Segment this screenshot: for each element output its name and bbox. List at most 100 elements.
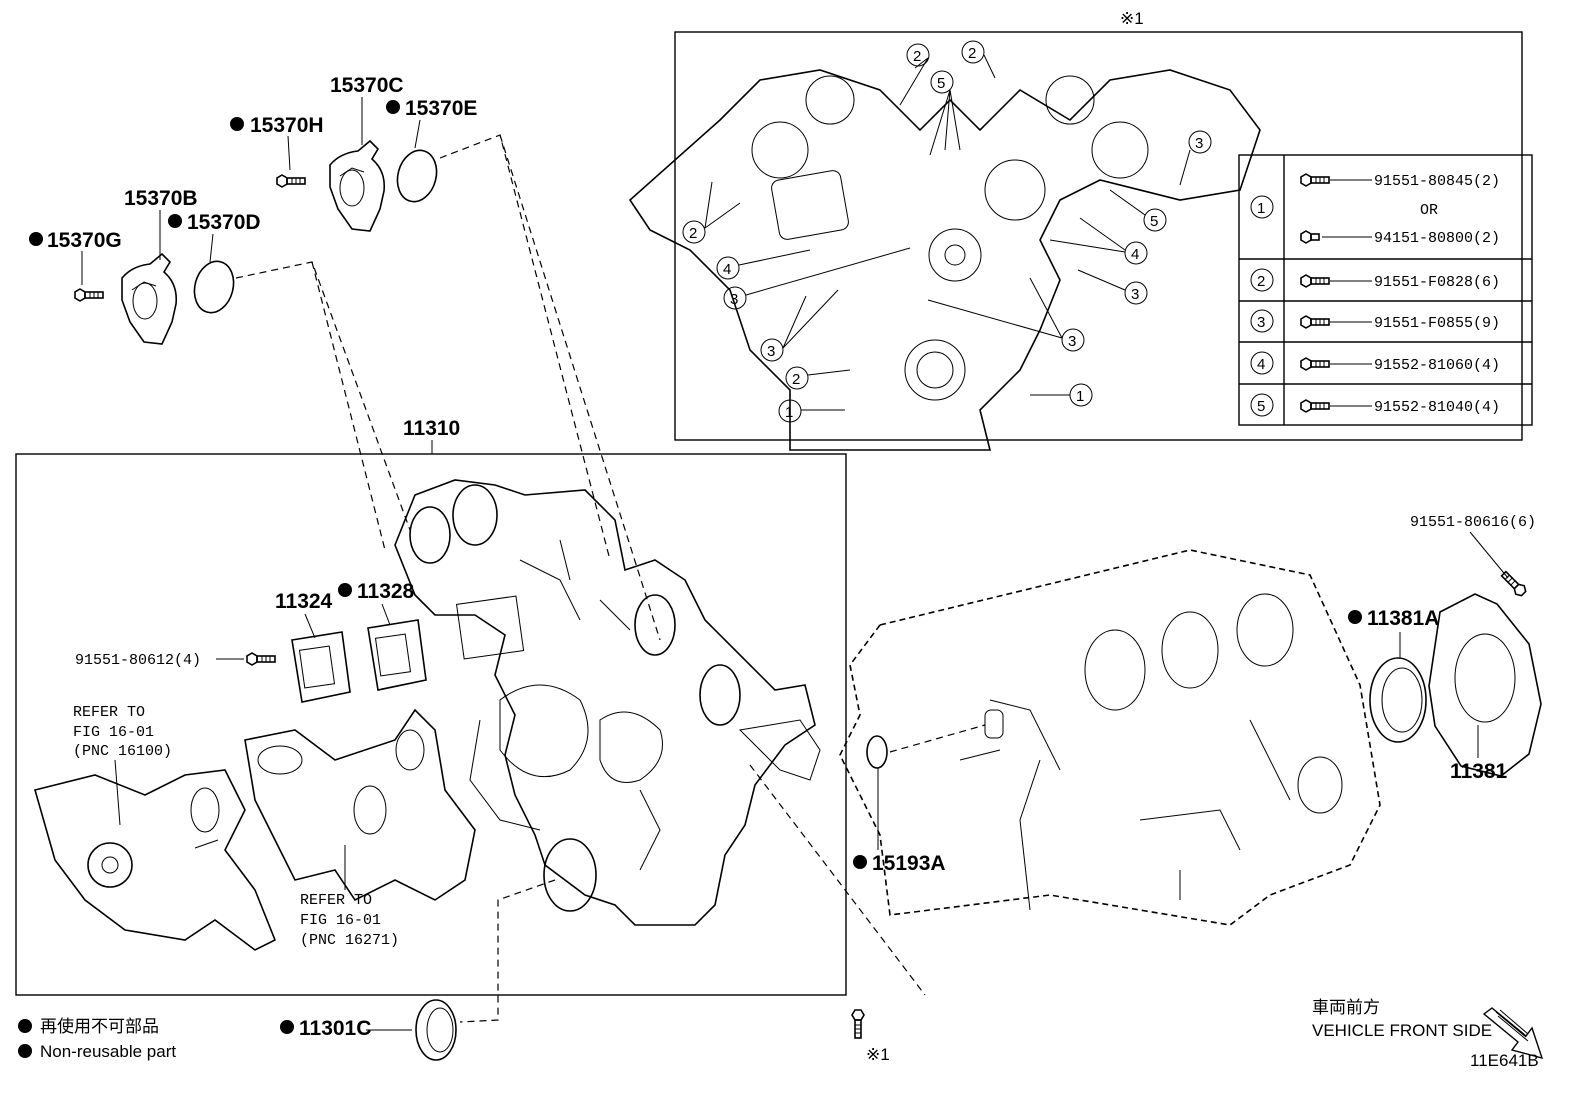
svg-text:2: 2 xyxy=(792,371,800,388)
svg-text:REFER TO: REFER TO xyxy=(300,892,372,909)
svg-text:11324: 11324 xyxy=(275,590,333,613)
callout-11301c[interactable]: 11301C xyxy=(280,1017,371,1040)
callout-11328[interactable]: 11328 xyxy=(338,580,415,603)
bolt-91551-80616-icon xyxy=(1498,568,1529,599)
inset-box xyxy=(674,31,1523,441)
svg-text:Non-reusable part: Non-reusable part xyxy=(40,1042,176,1061)
bolt-table-row-3: 3 91551-F0855(9) xyxy=(1250,309,1500,333)
svg-text:15370H: 15370H xyxy=(250,114,324,137)
front-arrow-icon xyxy=(1482,1007,1544,1060)
svg-text:11381A: 11381A xyxy=(1367,607,1439,630)
svg-text:91551-F0828(6): 91551-F0828(6) xyxy=(1374,274,1500,291)
svg-text:(PNC 16271): (PNC 16271) xyxy=(300,932,399,949)
legend: 再使用不可部品 Non-reusable part xyxy=(18,1016,176,1061)
svg-text:REFER TO: REFER TO xyxy=(73,704,145,721)
svg-text:FIG 16-01: FIG 16-01 xyxy=(300,912,381,929)
callout-15370b[interactable]: 15370B xyxy=(124,187,198,210)
svg-text:15370E: 15370E xyxy=(405,97,477,120)
svg-text:3: 3 xyxy=(730,291,738,308)
vehicle-front-indicator: 車両前方 VEHICLE FRONT SIDE xyxy=(1312,998,1544,1060)
refer-note-pnc-16271[interactable]: REFER TO FIG 16-01 (PNC 16271) xyxy=(300,892,399,949)
svg-text:15370D: 15370D xyxy=(187,211,261,234)
callout-91551-80616[interactable]: 91551-80616(6) xyxy=(1410,514,1536,531)
o-ring-15370e-icon xyxy=(396,149,438,203)
oil-seal-retainer-11381-icon xyxy=(1428,593,1542,777)
svg-text:2: 2 xyxy=(968,45,976,62)
svg-text:4: 4 xyxy=(1257,356,1265,373)
callout-11381a[interactable]: 11381A xyxy=(1348,607,1439,630)
callout-91551-80612[interactable]: 91551-80612(4) xyxy=(75,652,201,669)
bolt-91551-80612-icon xyxy=(246,652,276,666)
timing-cover-group-box xyxy=(15,453,847,996)
svg-text:再使用不可部品: 再使用不可部品 xyxy=(40,1016,159,1036)
svg-text:※1: ※1 xyxy=(866,1045,890,1064)
svg-text:OR: OR xyxy=(1420,202,1438,219)
callout-11381[interactable]: 11381 xyxy=(1450,760,1508,783)
callout-15370h[interactable]: 15370H xyxy=(230,114,324,137)
svg-text:11301C: 11301C xyxy=(299,1017,371,1040)
svg-text:11310: 11310 xyxy=(403,417,460,440)
seal-15193a-icon xyxy=(866,735,888,769)
callout-15370e[interactable]: 15370E xyxy=(386,97,477,120)
bolt-table: 1 91551-80845(2) OR 94151-80800(2) 2 915… xyxy=(1238,154,1533,426)
gasket-11324-icon xyxy=(291,631,351,703)
svg-text:車両前方: 車両前方 xyxy=(1312,998,1380,1017)
svg-text:4: 4 xyxy=(723,261,731,278)
svg-text:15370G: 15370G xyxy=(47,229,122,252)
figure-code: 11E641B xyxy=(1470,1051,1539,1070)
mark-ref1-bottom: ※1 xyxy=(866,1045,890,1064)
svg-text:91552-81060(4): 91552-81060(4) xyxy=(1374,357,1500,374)
callout-15193a[interactable]: 15193A xyxy=(853,852,946,875)
svg-text:5: 5 xyxy=(1257,398,1265,415)
inset-cover-bolt-diagram xyxy=(628,69,1261,451)
svg-text:91552-81040(4): 91552-81040(4) xyxy=(1374,399,1500,416)
svg-text:3: 3 xyxy=(1257,314,1265,331)
svg-text:15370B: 15370B xyxy=(124,187,198,210)
svg-text:3: 3 xyxy=(1195,135,1203,152)
inset-number-callouts: 2 2 5 3 2 5 4 4 3 3 3 3 2 1 1 xyxy=(682,40,1212,423)
svg-text:91551-80616(6): 91551-80616(6) xyxy=(1410,514,1536,531)
svg-text:4: 4 xyxy=(1131,246,1139,263)
svg-text:5: 5 xyxy=(1150,213,1158,230)
bolt-15370h-icon xyxy=(276,174,306,188)
callout-11310[interactable]: 11310 xyxy=(403,417,460,440)
water-inlet-upper-icon xyxy=(329,139,386,232)
svg-text:91551-80612(4): 91551-80612(4) xyxy=(75,652,201,669)
non-reusable-dot-icon xyxy=(18,1019,32,1033)
svg-text:1: 1 xyxy=(1257,200,1265,217)
mark-ref1-top: ※1 xyxy=(1120,9,1144,28)
refer-note-pnc-16100[interactable]: REFER TO FIG 16-01 (PNC 16100) xyxy=(73,704,172,760)
o-ring-15370d-icon xyxy=(193,260,235,314)
callout-11324[interactable]: 11324 xyxy=(275,590,333,613)
water-pump-gasket-icon xyxy=(244,708,476,902)
svg-text:※1: ※1 xyxy=(1120,9,1144,28)
svg-text:3: 3 xyxy=(1068,333,1076,350)
non-reusable-dot-icon xyxy=(18,1044,32,1058)
timing-chain-cover-icon xyxy=(394,479,821,926)
svg-text:3: 3 xyxy=(1131,286,1139,303)
svg-text:2: 2 xyxy=(913,48,921,65)
callout-15370g[interactable]: 15370G xyxy=(29,229,122,252)
cylinder-block-icon xyxy=(839,549,1381,926)
bolt-table-row-2: 2 91551-F0828(6) xyxy=(1250,268,1500,292)
water-inlet-lower-icon xyxy=(121,252,178,345)
svg-text:1: 1 xyxy=(785,404,793,421)
svg-text:(PNC 16100): (PNC 16100) xyxy=(73,743,172,760)
svg-text:11328: 11328 xyxy=(357,580,415,603)
svg-text:5: 5 xyxy=(937,75,945,92)
bolt-table-row-5: 5 91552-81040(4) xyxy=(1250,393,1500,417)
bolt-table-row-4: 4 91552-81060(4) xyxy=(1250,351,1500,375)
svg-text:3: 3 xyxy=(767,343,775,360)
svg-text:94151-80800(2): 94151-80800(2) xyxy=(1374,230,1500,247)
svg-text:VEHICLE FRONT SIDE: VEHICLE FRONT SIDE xyxy=(1312,1021,1492,1040)
bolt-15370g-icon xyxy=(74,288,104,302)
oil-seal-11381a-icon xyxy=(1369,657,1427,743)
svg-text:FIG 16-01: FIG 16-01 xyxy=(73,724,154,741)
callout-15370c[interactable]: 15370C xyxy=(330,74,404,97)
svg-text:15193A: 15193A xyxy=(872,852,946,875)
callout-15370d[interactable]: 15370D xyxy=(168,211,261,234)
svg-text:1: 1 xyxy=(1076,388,1084,405)
svg-text:91551-80845(2): 91551-80845(2) xyxy=(1374,173,1500,190)
bolt-ref1-icon xyxy=(851,1009,865,1039)
